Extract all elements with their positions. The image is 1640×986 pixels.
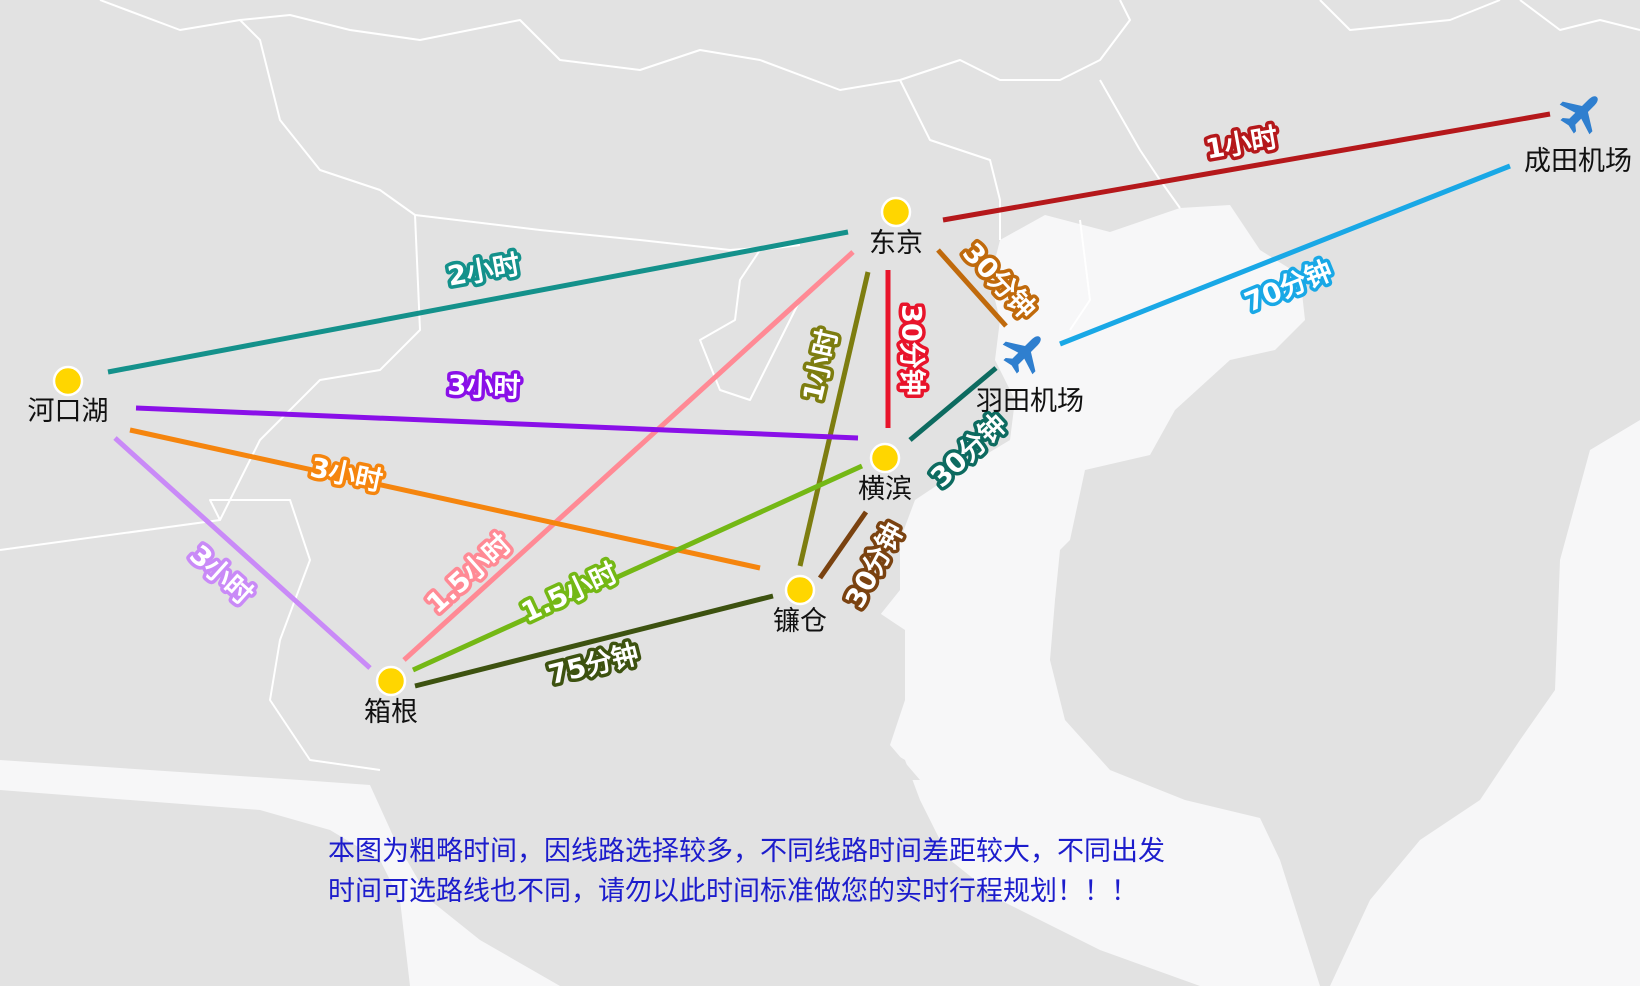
tokyo-bay	[860, 205, 1320, 986]
route-tokyo-haneda	[936, 248, 1008, 328]
city-label-tokyo: 东京	[869, 228, 923, 259]
city-label-hakone: 箱根	[364, 697, 418, 728]
disclaimer-note: 本图为粗略时间，因线路选择较多，不同线路时间差距较大，不同出发 时间可选路线也不…	[328, 832, 1328, 912]
city-dot-kamakura	[784, 574, 816, 606]
route-kawaguchiko-kamakura	[129, 427, 761, 571]
city-labels: 东京 河口湖 横滨 镰仓 箱根 羽田机场 成田机场	[28, 146, 1633, 728]
route-hakone-kamakura	[414, 593, 774, 689]
city-dot-yokohama	[869, 442, 901, 474]
route-yokohama-hakone	[411, 463, 864, 673]
route-yokohama-kamakura	[817, 510, 869, 580]
city-label-narita: 成田机场	[1524, 146, 1632, 177]
route-label-tokyo-yokohama: 30分钟	[896, 304, 927, 396]
land-miura	[840, 600, 920, 780]
land-boso	[1055, 330, 1520, 830]
route-tokyo-kawaguchiko	[107, 229, 849, 375]
city-dot-tokyo	[880, 196, 912, 228]
prefecture-borders	[0, 0, 1640, 770]
route-haneda-narita	[1059, 163, 1511, 347]
city-dot-kawaguchiko	[52, 365, 84, 397]
route-tokyo-kamakura	[797, 271, 871, 567]
city-label-kawaguchiko: 河口湖	[28, 396, 109, 427]
route-yokohama-haneda	[908, 366, 998, 442]
city-label-kamakura: 镰仓	[773, 606, 827, 637]
city-label-yokohama: 横滨	[858, 474, 912, 505]
city-markers	[52, 196, 912, 697]
city-dot-hakone	[375, 665, 407, 697]
land-izu	[0, 790, 410, 986]
airplane-icon	[1559, 96, 1598, 135]
route-tokyo-hakone	[402, 250, 855, 662]
disclaimer-line-2: 时间可选路线也不同，请勿以此时间标准做您的实时行程规划！！！	[328, 876, 1138, 907]
route-kawaguchiko-hakone	[113, 436, 372, 670]
airplane-icon	[1002, 336, 1041, 375]
route-kawaguchiko-yokohama	[135, 405, 859, 441]
routes	[107, 111, 1551, 689]
route-label-kawaguchiko-yokohama: 3小时	[447, 370, 521, 404]
route-tokyo-narita	[942, 111, 1551, 223]
city-label-haneda: 羽田机场	[976, 386, 1084, 417]
disclaimer-line-1: 本图为粗略时间，因线路选择较多，不同线路时间差距较大，不同出发	[328, 836, 1165, 867]
